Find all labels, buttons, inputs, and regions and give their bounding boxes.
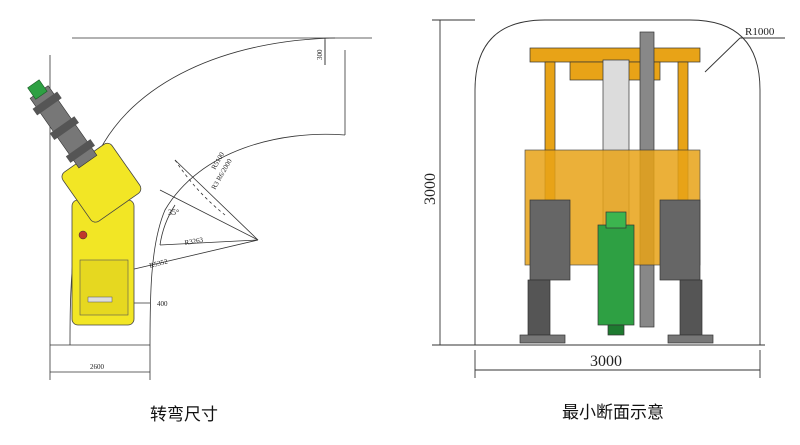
dim-2600: 2600 <box>90 363 105 371</box>
radius-line-2 <box>159 189 259 241</box>
left-caption: 转弯尺寸 <box>150 405 218 425</box>
drill-unit <box>597 224 635 326</box>
drill-rig-top-view <box>27 79 142 326</box>
tunnel-profile <box>474 19 761 345</box>
radius-line-4 <box>129 239 259 271</box>
inner-curve <box>149 133 346 346</box>
angle-arc <box>159 204 176 246</box>
right-dims: R1000 3000 3000 <box>422 26 775 370</box>
radius-line-1 <box>174 159 259 241</box>
right-caption: 最小断面示意 <box>562 403 664 423</box>
dim-r1000: R1000 <box>745 26 775 38</box>
dim-width-3000: 3000 <box>590 353 622 370</box>
section-diagram <box>432 19 785 378</box>
swept-arc <box>174 159 226 216</box>
radius-leader <box>704 37 741 73</box>
dim-height-3000: 3000 <box>422 173 439 205</box>
dim-300: 300 <box>316 49 324 60</box>
dim-r5352: R5352 <box>148 257 169 270</box>
drill-head <box>27 79 48 100</box>
dim-angle: 35° <box>168 208 179 217</box>
radius-line-3 <box>159 239 259 246</box>
dim-r3263: R3263 <box>184 236 204 247</box>
dim-400: 400 <box>157 300 168 308</box>
drill-rig-front-view <box>519 31 714 344</box>
